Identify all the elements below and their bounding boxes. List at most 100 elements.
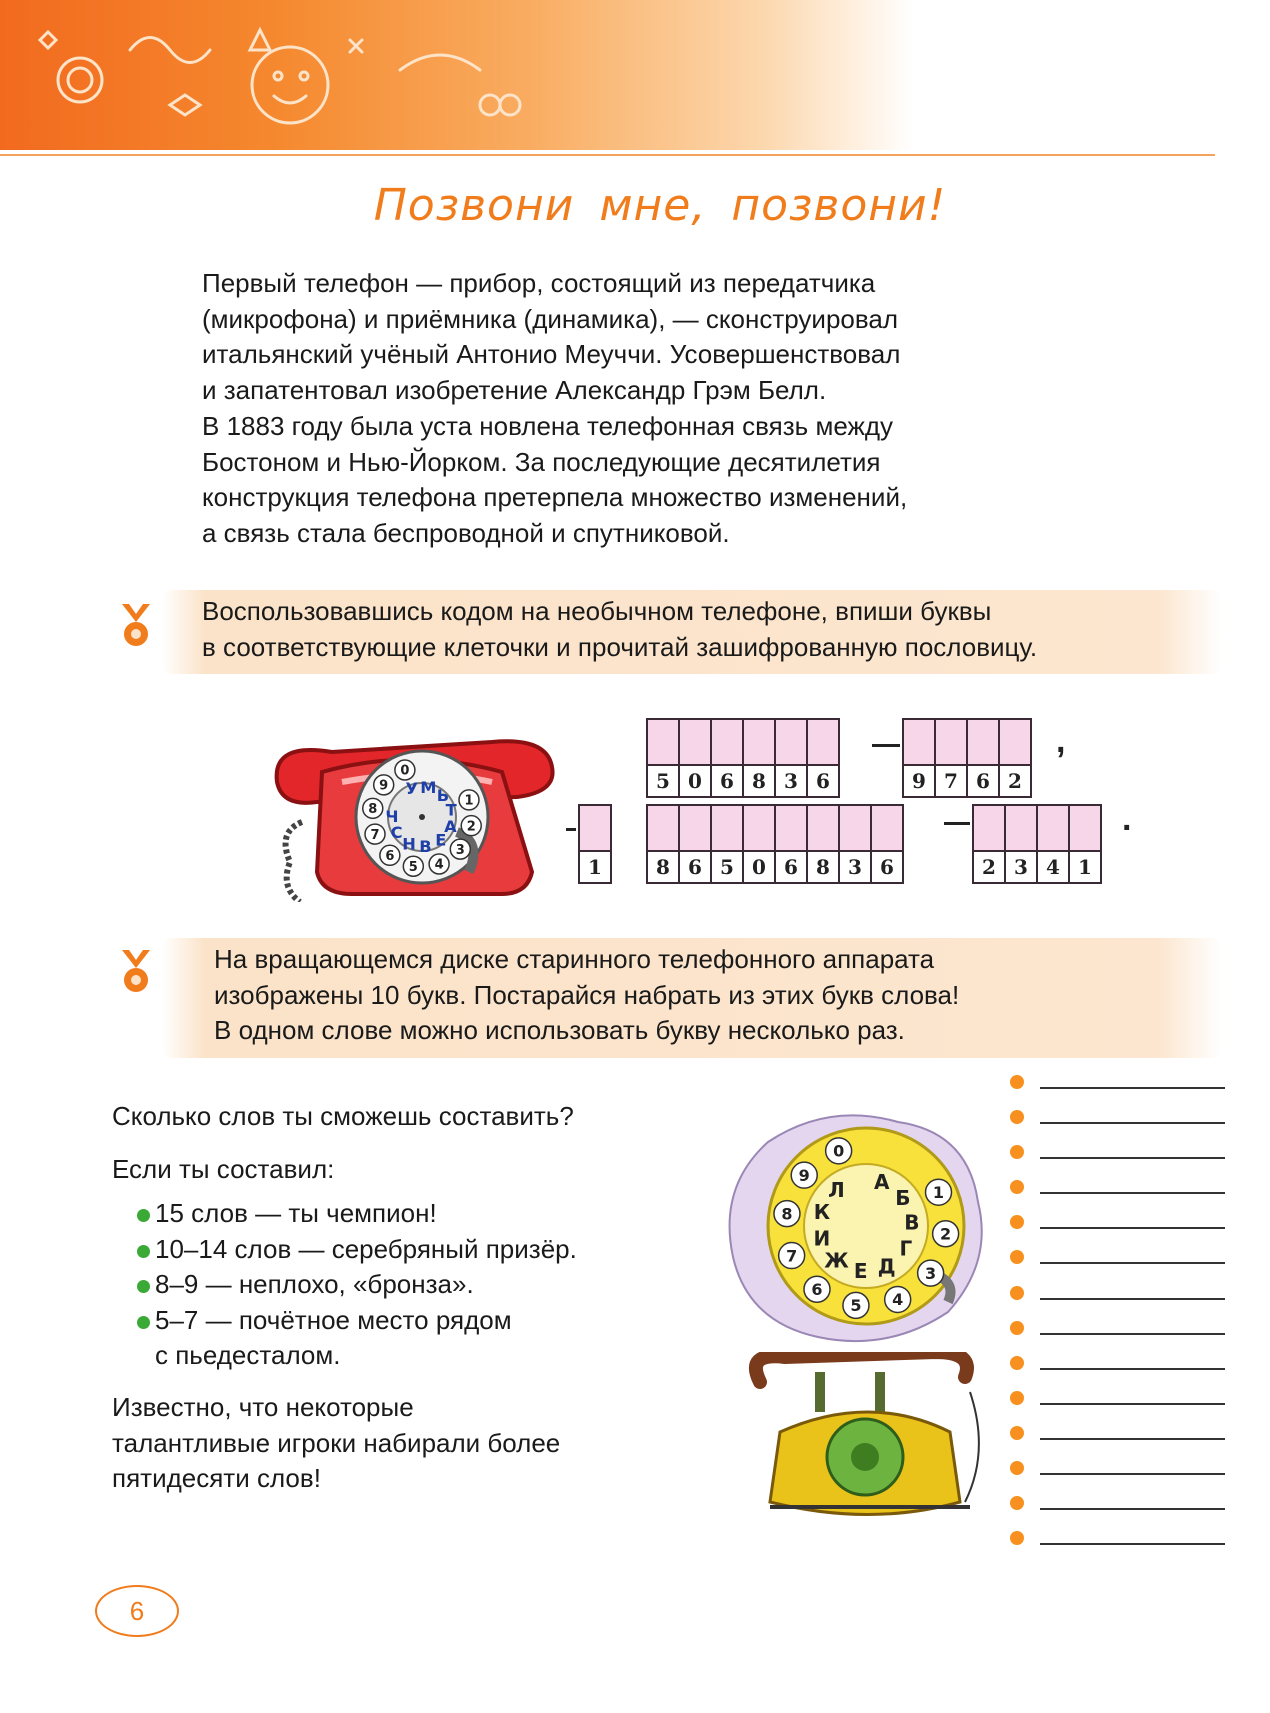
dial-number: 4 [892,1290,903,1309]
cipher-cell[interactable]: 6 [710,718,744,798]
write-line[interactable] [1040,1402,1225,1405]
write-line[interactable] [1040,1297,1225,1300]
intro-line: (микрофона) и приёмника (динамика), — ск… [202,303,899,334]
write-line[interactable] [1040,1332,1225,1335]
answer-line[interactable] [1010,1529,1225,1564]
code-digit: 0 [744,852,774,882]
write-line[interactable] [1040,1508,1225,1511]
dial-number: 9 [379,779,388,794]
code-digit: 3 [1006,852,1036,882]
cipher-cell[interactable]: 6 [678,804,712,884]
letter-box[interactable] [1006,806,1036,852]
cipher-cell[interactable]: 1 [1068,804,1102,884]
answer-line[interactable] [1010,1143,1225,1178]
dial-letter: У [405,779,418,798]
dial-letter: Ж [824,1249,849,1273]
write-line[interactable] [1040,1367,1225,1370]
answer-line[interactable] [1010,1178,1225,1213]
letter-box[interactable] [1000,720,1030,766]
letter-box[interactable] [744,720,774,766]
answer-line[interactable] [1010,1424,1225,1459]
dial-hole [394,759,416,781]
answer-line[interactable] [1010,1389,1225,1424]
write-line[interactable] [1040,1227,1225,1230]
letter-box[interactable] [776,720,806,766]
letter-box[interactable] [840,806,870,852]
cipher-cell[interactable]: 8 [742,718,776,798]
letter-box[interactable] [580,806,610,852]
write-line[interactable] [1040,1122,1225,1125]
write-line[interactable] [1040,1543,1225,1546]
cipher-cell[interactable]: 6 [870,804,904,884]
write-line[interactable] [1040,1262,1225,1265]
write-line[interactable] [1040,1157,1225,1160]
answer-line[interactable] [1010,1248,1225,1283]
cipher-cell[interactable]: 8 [646,804,680,884]
letter-box[interactable] [904,720,934,766]
cipher-cell[interactable]: 0 [678,718,712,798]
code-digit: 3 [776,766,806,796]
page-number: 6 [95,1585,179,1637]
header-rule [0,154,1215,156]
bullet-dot [1010,1496,1024,1511]
dial-number: 8 [781,1204,792,1223]
answer-line[interactable] [1010,1284,1225,1319]
answer-line[interactable] [1010,1213,1225,1248]
answer-line[interactable] [1010,1354,1225,1389]
answer-line[interactable] [1010,1108,1225,1143]
dial-letter: М [420,778,436,797]
letter-box[interactable] [1070,806,1100,852]
letter-box[interactable] [872,806,902,852]
dial-hole [842,1291,870,1320]
bullet-dot [1010,1531,1024,1546]
letter-box[interactable] [808,806,838,852]
letter-box[interactable] [680,720,710,766]
letter-box[interactable] [808,720,838,766]
letter-box[interactable] [936,720,966,766]
letter-box[interactable] [1038,806,1068,852]
cipher-cell[interactable]: 9 [902,718,936,798]
write-line[interactable] [1040,1192,1225,1195]
answer-line[interactable] [1010,1073,1225,1108]
comma-mark: , [1056,722,1066,760]
letter-box[interactable] [744,806,774,852]
letter-box[interactable] [968,720,998,766]
answer-line[interactable] [1010,1319,1225,1354]
cipher-cell[interactable]: 7 [934,718,968,798]
dial-number: 4 [435,858,444,873]
intro-text: Первый телефон — прибор, состоящий из пе… [202,266,1082,552]
letter-box[interactable] [776,806,806,852]
letter-box[interactable] [648,806,678,852]
dial-letter: В [419,837,431,856]
cipher-cell[interactable]: 1 [578,804,612,884]
cipher-cell[interactable]: 3 [1004,804,1038,884]
cipher-cell[interactable]: 3 [838,804,872,884]
write-line[interactable] [1040,1087,1225,1089]
write-line[interactable] [1040,1437,1225,1440]
letter-box[interactable] [680,806,710,852]
cipher-cell[interactable]: 6 [966,718,1000,798]
letter-box[interactable] [648,720,678,766]
cipher-cell[interactable]: 2 [998,718,1032,798]
cipher-cell[interactable]: 3 [774,718,808,798]
answer-line[interactable] [1010,1494,1225,1529]
dial-number: 9 [799,1166,810,1185]
dial-hole [449,838,472,860]
bullet-dot [1010,1110,1024,1125]
cipher-cell[interactable]: 0 [742,804,776,884]
cipher-cell[interactable]: 6 [806,718,840,798]
task-2-band [162,938,1222,1058]
dial-number: 2 [940,1225,951,1244]
cipher-cell[interactable]: 5 [710,804,744,884]
cipher-cell[interactable]: 5 [646,718,680,798]
write-line[interactable] [1040,1473,1225,1476]
cipher-cell[interactable]: 8 [806,804,840,884]
cipher-cell[interactable]: 6 [774,804,808,884]
letter-box[interactable] [712,720,742,766]
cipher-cell[interactable]: 2 [972,804,1006,884]
cipher-cell[interactable]: 4 [1036,804,1070,884]
letter-box[interactable] [712,806,742,852]
letter-box[interactable] [974,806,1004,852]
answer-line[interactable] [1010,1459,1225,1494]
cipher-cell-group: 1 [578,804,612,884]
